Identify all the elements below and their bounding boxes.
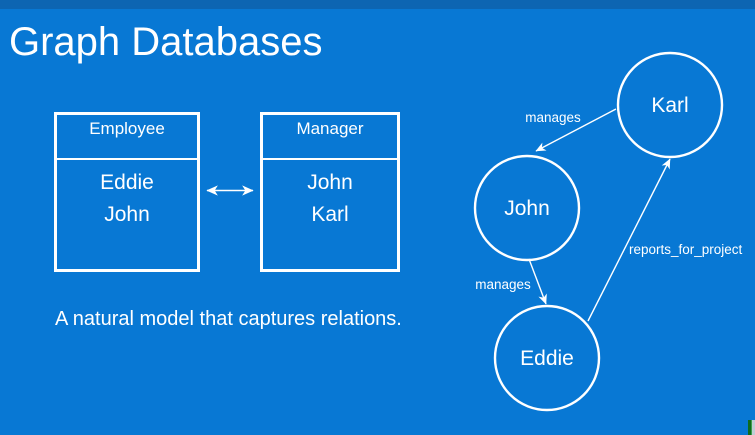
edge-label-manages-bottom: manages — [475, 277, 531, 292]
manager-table: Manager John Karl — [260, 112, 400, 272]
edge-eddie-reports-karl — [587, 158, 671, 322]
employee-table: Employee Eddie John — [54, 112, 200, 272]
corner-artifact — [748, 420, 755, 435]
node-karl-label: Karl — [651, 94, 688, 117]
table-row: Eddie — [100, 171, 154, 194]
caption-text: A natural model that captures relations. — [55, 308, 402, 330]
slide-title: Graph Databases — [9, 20, 323, 64]
node-john-label: John — [504, 197, 550, 220]
node-eddie-label: Eddie — [520, 347, 574, 370]
manager-table-title: Manager — [263, 115, 397, 160]
employee-table-title: Employee — [57, 115, 197, 160]
table-row: Karl — [311, 203, 349, 226]
table-row: John — [104, 203, 150, 226]
node-john-circle — [473, 154, 581, 262]
manager-table-body: John Karl — [263, 160, 397, 269]
node-eddie-circle — [493, 304, 601, 412]
edge-karl-manages-john — [535, 108, 617, 152]
edge-label-manages-top: manages — [525, 110, 581, 125]
top-accent-bar — [0, 0, 755, 9]
table-row: John — [307, 171, 353, 194]
edge-john-manages-eddie — [528, 258, 547, 305]
edge-label-reports-for-project: reports_for_project — [629, 242, 743, 257]
node-karl-circle — [616, 51, 724, 159]
employee-table-body: Eddie John — [57, 160, 197, 269]
